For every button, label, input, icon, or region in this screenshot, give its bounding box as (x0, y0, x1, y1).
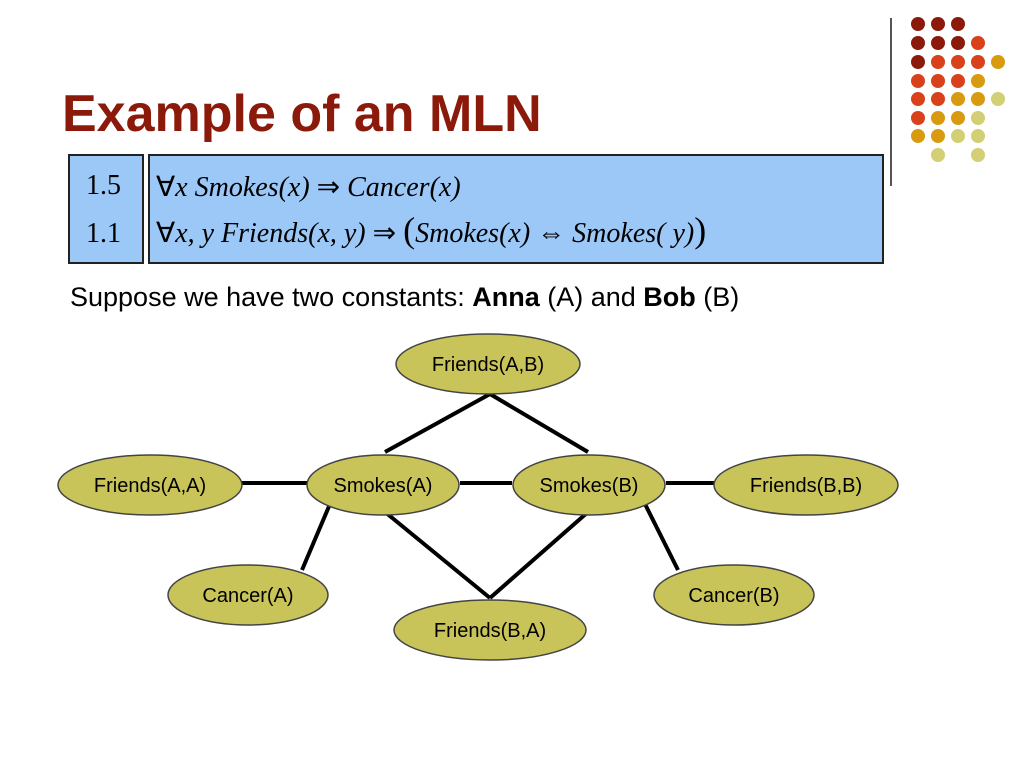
decorative-dot (931, 36, 945, 50)
node-label: Cancer(A) (202, 585, 293, 607)
node-friends-bb: Friends(B,B) (713, 454, 899, 516)
decorative-dot (951, 55, 965, 69)
decorative-dot (911, 129, 925, 143)
slide-title: Example of an MLN (62, 85, 542, 143)
decorative-dot (931, 148, 945, 162)
node-smokes-a: Smokes(A) (306, 454, 460, 516)
decorative-dot (951, 74, 965, 88)
decorative-dot (911, 55, 925, 69)
weights-box: 1.5 1.1 (68, 154, 144, 264)
decorative-dot (991, 55, 1005, 69)
node-shape (167, 564, 329, 626)
decorative-dot (911, 92, 925, 106)
decorative-vertical-line (890, 18, 892, 186)
decorative-dot (971, 74, 985, 88)
constants-sentence: Suppose we have two constants: Anna (A) … (70, 282, 739, 313)
decorative-dot (931, 129, 945, 143)
node-shape (512, 454, 666, 516)
anna-abbrev: (A) and (539, 282, 644, 312)
arguments: (x, y) (308, 218, 366, 249)
formulas-box: ∀x Smokes(x) ⇒ Cancer(x) ∀x, y Friends(x… (148, 154, 884, 264)
decorative-dot (951, 17, 965, 31)
arguments: ( y) (656, 218, 695, 249)
node-cancer-b: Cancer(B) (653, 564, 815, 626)
decorative-dot (951, 92, 965, 106)
close-paren: ) (694, 210, 707, 250)
node-shape (306, 454, 460, 516)
decorative-dot (931, 55, 945, 69)
constants-intro: Suppose we have two constants: (70, 282, 473, 312)
decorative-dot-pattern (911, 17, 1005, 162)
arguments: (x) (429, 172, 461, 203)
forall-symbol: ∀ (156, 172, 176, 203)
node-shape (713, 454, 899, 516)
edge-smokes-b-friends-ba (488, 510, 590, 600)
constant-anna: Anna (472, 282, 540, 312)
node-shape (653, 564, 815, 626)
forall-symbol: ∀ (156, 218, 176, 249)
decorative-dot (931, 92, 945, 106)
decorative-dot (911, 36, 925, 50)
decorative-dot (951, 129, 965, 143)
decorative-dot (911, 111, 925, 125)
edge-friends-ab-smokes-b (488, 392, 590, 454)
rule-1-weight: 1.5 (86, 170, 121, 201)
edge-smokes-a-cancer-a (300, 503, 332, 571)
node-label: Friends(B,B) (750, 475, 862, 497)
equiv-symbol: ⇔ (537, 218, 566, 249)
node-shape (393, 599, 587, 661)
rule-2-formula: ∀x, y Friends(x, y) ⇒ (Smokes(x) ⇔ Smoke… (156, 212, 706, 250)
decorative-dot (931, 74, 945, 88)
node-label: Friends(A,A) (94, 475, 206, 497)
decorative-dot (971, 55, 985, 69)
decorative-dot (931, 17, 945, 31)
predicate: Smokes (194, 172, 279, 203)
node-friends-ba: Friends(B,A) (393, 599, 587, 661)
decorative-dot (971, 111, 985, 125)
predicate: Cancer (347, 172, 430, 203)
decorative-dot (971, 129, 985, 143)
decorative-dot (971, 92, 985, 106)
implies-symbol: ⇒ (372, 218, 397, 249)
decorative-dot (931, 111, 945, 125)
decorative-dot (991, 92, 1005, 106)
decorative-dot (911, 17, 925, 31)
decorative-dot (951, 111, 965, 125)
decorative-dot (911, 74, 925, 88)
variable: x (175, 172, 188, 203)
node-cancer-a: Cancer(A) (167, 564, 329, 626)
predicate: Smokes (572, 218, 657, 249)
variables: x, y (175, 218, 215, 249)
node-label: Smokes(B) (540, 475, 639, 497)
bob-abbrev: (B) (695, 282, 740, 312)
arguments: (x) (499, 218, 531, 249)
node-shape (395, 333, 581, 395)
predicate: Smokes (415, 218, 500, 249)
rule-1-formula: ∀x Smokes(x) ⇒ Cancer(x) (156, 170, 461, 204)
node-shape (57, 454, 243, 516)
node-label: Friends(B,A) (434, 620, 546, 642)
edge-smokes-a-friends-ba (383, 510, 492, 600)
predicate: Friends (221, 218, 309, 249)
edge-friends-ab-smokes-a (384, 392, 491, 454)
decorative-dot (971, 148, 985, 162)
node-label: Smokes(A) (334, 475, 433, 497)
node-smokes-b: Smokes(B) (512, 454, 666, 516)
open-paren: ( (403, 210, 416, 250)
decorative-dot (951, 36, 965, 50)
node-friends-ab: Friends(A,B) (395, 333, 581, 395)
edge-smokes-b-cancer-b (643, 503, 680, 571)
decorative-dot (971, 36, 985, 50)
constant-bob: Bob (643, 282, 696, 312)
implies-symbol: ⇒ (316, 172, 341, 203)
rule-2-weight: 1.1 (86, 218, 121, 249)
arguments: (x) (278, 172, 310, 203)
node-label: Cancer(B) (688, 585, 779, 607)
node-label: Friends(A,B) (432, 354, 544, 376)
node-friends-aa: Friends(A,A) (57, 454, 243, 516)
